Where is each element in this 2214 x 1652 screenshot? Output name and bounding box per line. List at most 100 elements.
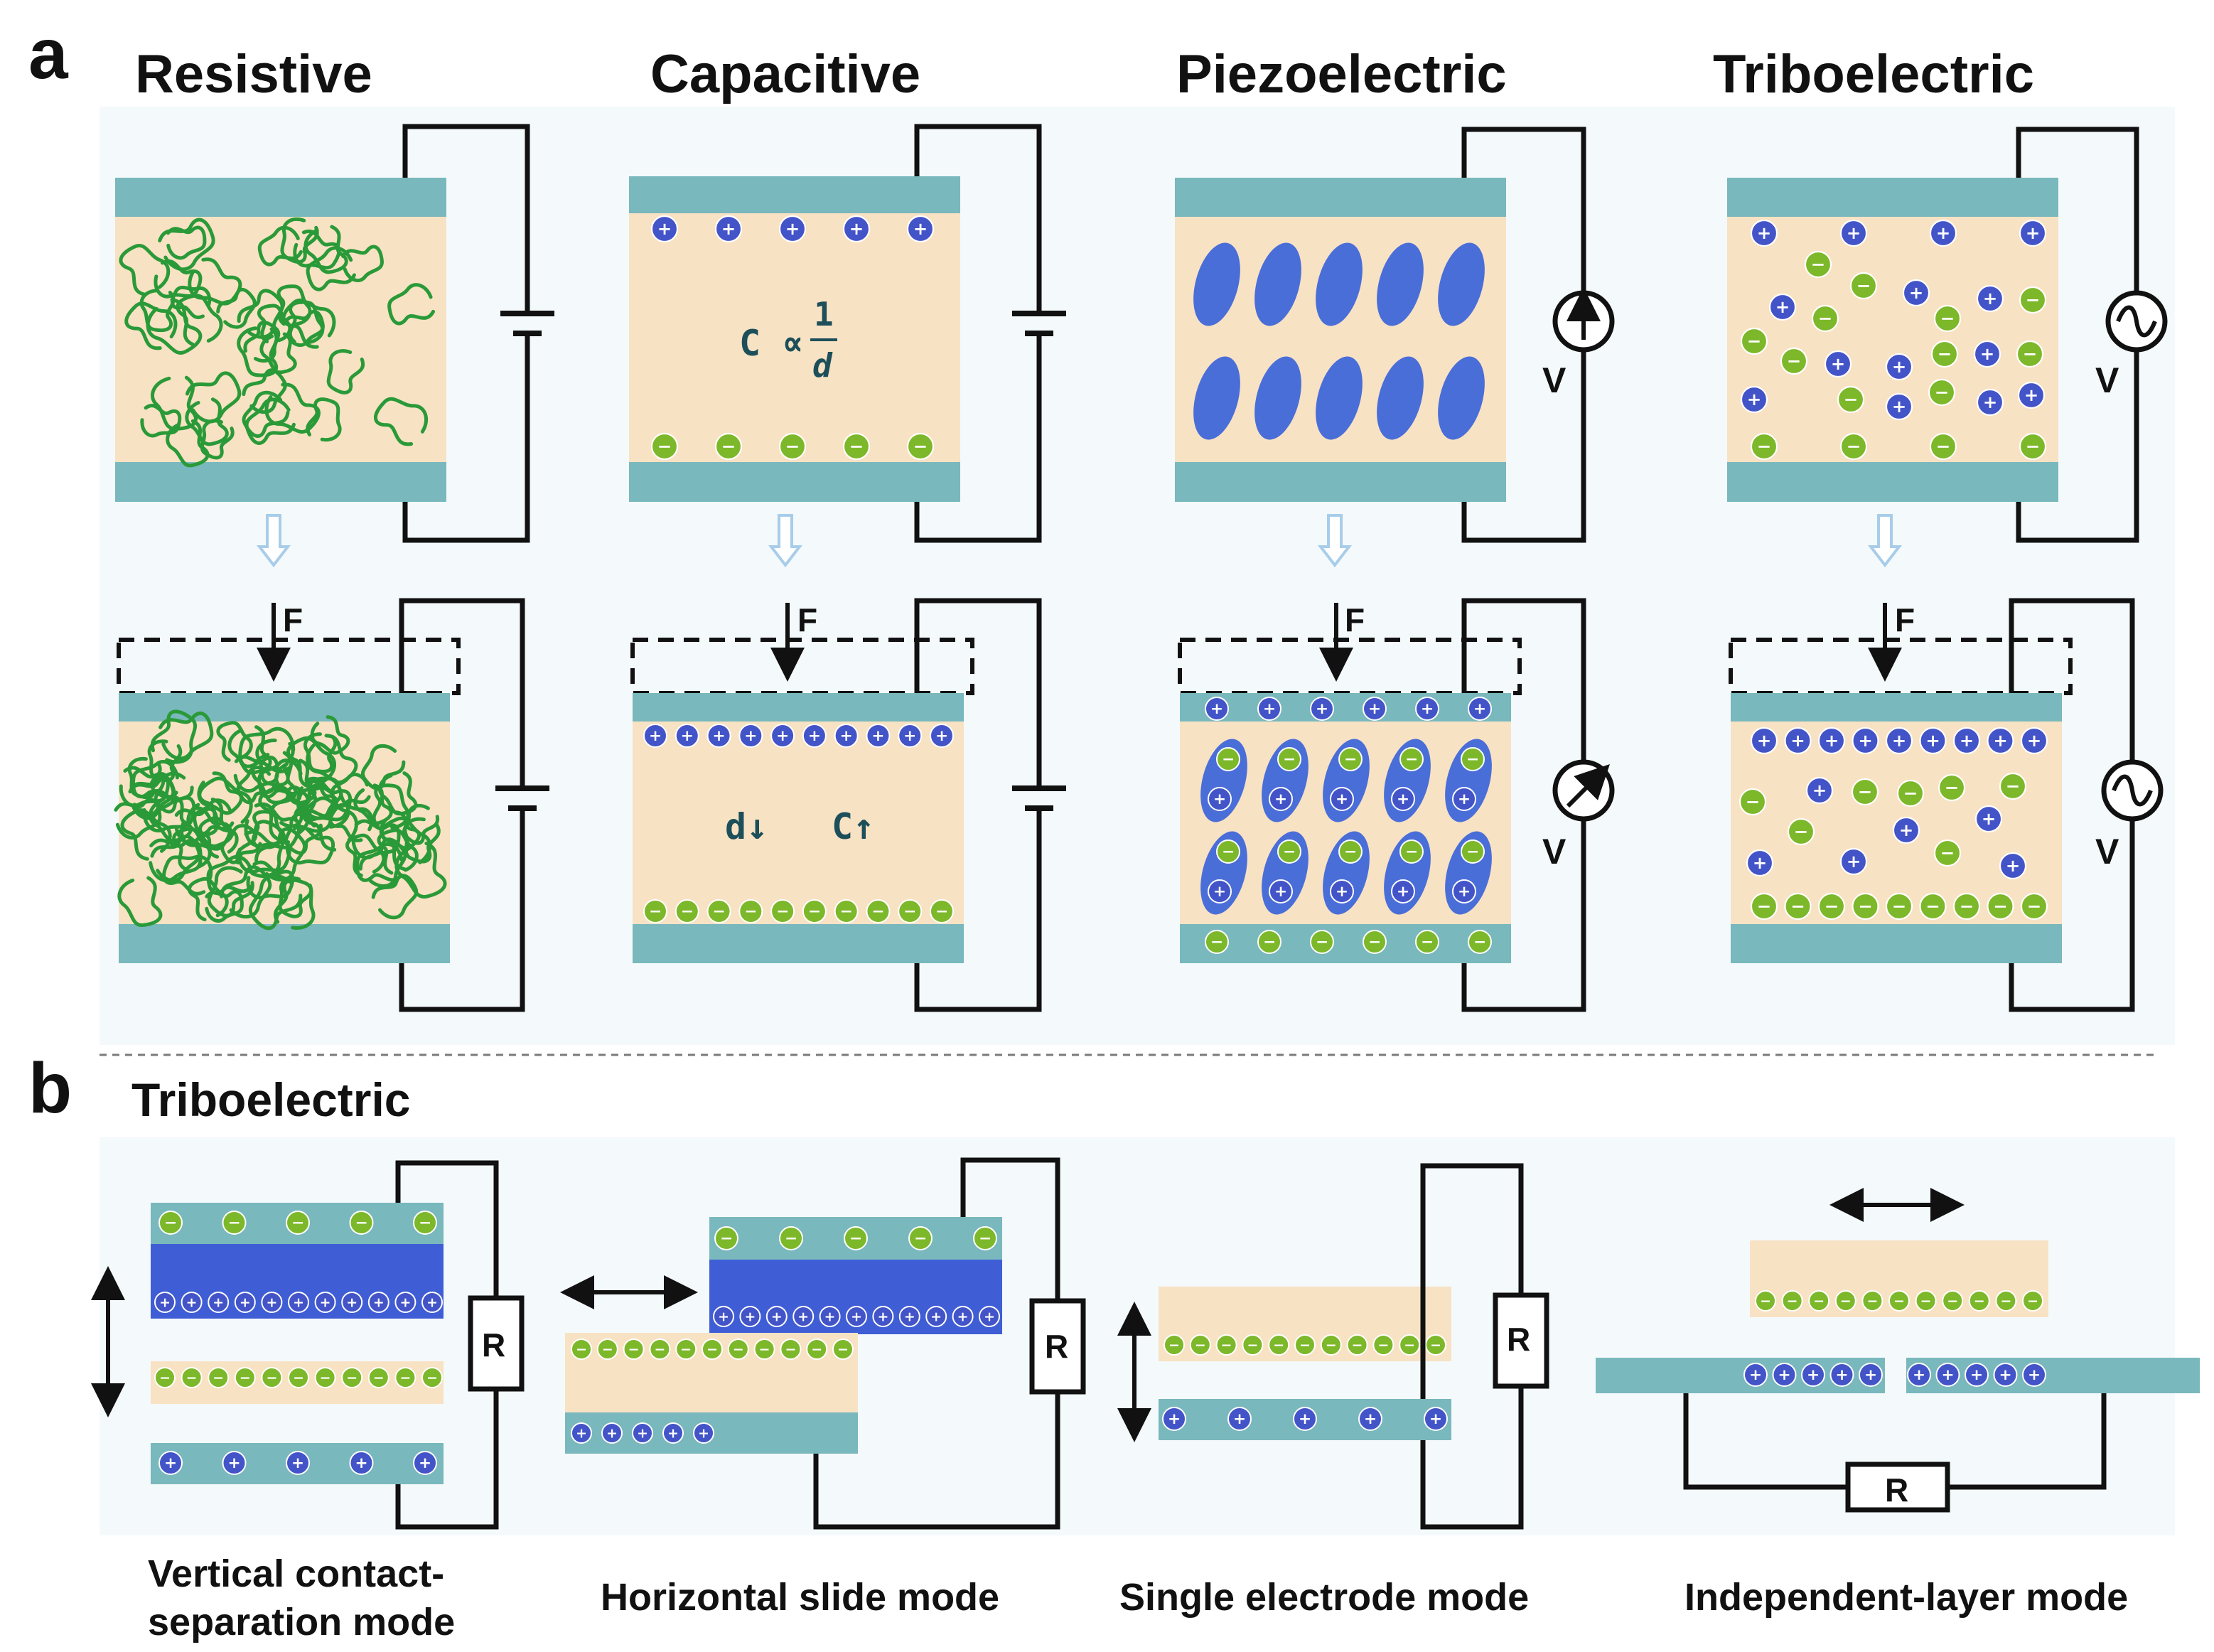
capacitive-top-electrode-pressed [633,693,964,722]
negative-charge-symbol: − [713,903,726,921]
negative-charge: − [596,1339,618,1360]
negative-charge-symbol: − [1405,751,1418,768]
negative-charge-symbol: − [1466,843,1479,861]
negative-charge-dot [643,899,667,923]
change-distance: d↓ [725,806,768,847]
negative-charge-dot [675,899,699,923]
negative-charge-symbol: − [1326,1337,1337,1353]
negative-charge-dot [1787,817,1815,846]
positive-charge-dot [930,724,954,748]
positive-charge-dot [1993,1363,2018,1387]
positive-charge-symbol: + [1960,730,1974,751]
positive-charge: + [1391,787,1415,811]
negative-charge-symbol: − [164,1214,177,1232]
negative-charge-dot [834,899,859,923]
fiber-strand [387,283,436,326]
positive-charge: + [1415,697,1439,721]
negative-charge-symbol: − [1993,896,2007,916]
negative-charge-symbol: − [1195,1337,1206,1353]
positive-charge-symbol: + [266,1294,277,1310]
positive-charge-dot [154,1292,176,1313]
resistive-top-electrode-pressed [119,693,450,722]
resistive-fiber-dense [310,715,350,755]
force-label-resistive: F [283,601,303,638]
negative-charge-symbol: − [1368,933,1381,951]
negative-charge: − [1399,747,1424,771]
positive-charge-dot [1784,726,1812,755]
positive-charge-symbol: + [1168,1410,1181,1428]
negative-charge: − [1834,1290,1856,1312]
negative-charge-symbol: − [2006,776,2020,796]
positive-charge-symbol: + [840,727,853,745]
resistive-fiber [374,397,428,446]
positive-charge: + [2019,219,2047,247]
positive-charge-symbol: + [1913,1366,1925,1384]
negative-charge-dot [286,1211,310,1235]
positive-charge: + [739,1306,761,1327]
negative-charge-dot [702,1339,723,1360]
negative-charge: − [1425,1334,1446,1356]
formula-numerator: 1 [814,295,834,333]
negative-charge: − [738,899,763,923]
negative-charge-symbol: − [1920,1293,1932,1309]
positive-charge-symbol: + [718,1309,729,1324]
resistive-fiber [264,382,321,434]
negative-charge-symbol: − [1892,896,1906,916]
positive-charge-symbol: + [1397,883,1409,901]
negative-charge: − [1216,840,1240,864]
positive-charge: + [1929,219,1957,247]
positive-charge-dot [1743,1363,1768,1387]
negative-charge-symbol: − [240,1370,251,1385]
negative-charge-dot [1346,1334,1368,1356]
positive-charge-symbol: + [877,1309,888,1324]
resistive-fiber-dense [255,739,295,787]
positive-charge: + [866,724,891,748]
fiber-strand [150,835,201,883]
negative-charge-dot [778,432,807,461]
negative-charge-dot [1837,385,1865,414]
piezo-dipole [1193,356,1240,440]
positive-charge-symbol: + [1936,222,1950,243]
negative-charge: − [158,1211,183,1235]
fiber-strand [341,245,384,283]
negative-charge-symbol: − [1283,843,1296,861]
positive-charge-symbol: + [1757,730,1771,751]
negative-charge-symbol: − [291,1214,304,1232]
positive-charge-dot [675,724,699,748]
negative-charge: − [1851,778,1879,806]
positive-charge-symbol: + [1847,851,1861,871]
resistive-fiber [176,294,223,346]
fiber-strand [227,725,272,775]
positive-charge-symbol: + [1274,883,1287,901]
positive-charge-symbol: + [576,1425,587,1441]
positive-charge-symbol: + [904,1309,915,1324]
positive-charge-symbol: + [1458,883,1471,901]
positive-charge-dot [1919,726,1947,755]
negative-charge-symbol: − [1844,389,1858,409]
fiber-strand [264,382,321,434]
negative-charge-dot [753,1339,775,1360]
piezo-top-electrode [1175,178,1506,217]
il-circuit-left [1683,1393,1848,1490]
negative-charge: − [349,1211,374,1235]
resistive-fiber [259,332,297,375]
positive-charge-symbol: + [1790,730,1805,751]
resistive-fiber [237,289,284,339]
negative-charge: − [1739,788,1767,816]
positive-charge-symbol: + [1397,790,1409,808]
negative-charge-dot [842,432,871,461]
negative-charge: − [802,899,827,923]
positive-charge: + [952,1306,974,1327]
negative-charge-dot [1338,747,1363,771]
negative-charge-symbol: − [346,1370,358,1385]
fiber-strand [200,419,235,460]
tribo-meter-pressed-sine [2112,774,2153,807]
positive-charge-dot [222,1451,247,1475]
positive-charge-dot [906,215,935,243]
negative-charge: − [286,1211,310,1235]
negative-charge: − [2022,1290,2043,1312]
piezo-circuit-top-pressed [1461,598,1586,762]
negative-charge-dot [367,1367,389,1388]
positive-charge: + [1892,816,1920,844]
fiber-strand [237,830,291,874]
